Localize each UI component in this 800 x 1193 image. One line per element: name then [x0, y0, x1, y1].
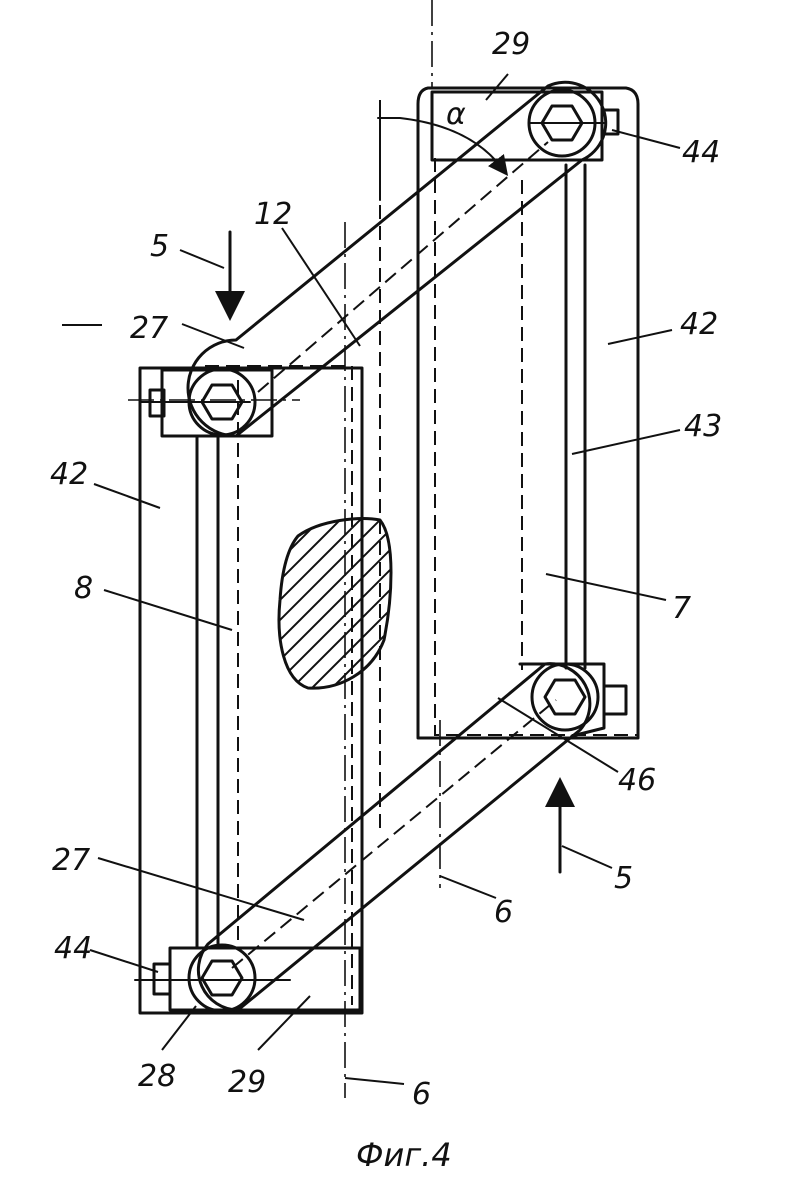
hatch-pattern	[180, 480, 450, 770]
label-46: 46	[618, 763, 656, 798]
leader-29-bottom	[258, 996, 310, 1050]
label-44-bottom: 44	[54, 931, 92, 966]
label-43: 43	[684, 409, 722, 444]
upper-link-centerline	[258, 142, 548, 392]
leader-43	[572, 430, 680, 454]
label-6-mid: 6	[494, 895, 513, 930]
leader-5-top	[180, 250, 224, 268]
leader-8	[104, 590, 232, 630]
label-5-top: 5	[150, 229, 169, 264]
leader-42-left	[94, 484, 160, 508]
label-42-right: 42	[680, 307, 718, 342]
label-12: 12	[254, 197, 292, 232]
lower-left-bolt-hex	[202, 961, 242, 995]
lower-link-27	[198, 664, 589, 1010]
figure-caption: Фиг.4	[356, 1136, 452, 1174]
label-alpha: α	[446, 97, 466, 132]
lower-right-bolt-hex	[545, 680, 585, 714]
leader-42-right	[608, 330, 672, 344]
label-28: 28	[138, 1059, 176, 1094]
label-7: 7	[672, 591, 691, 626]
leader-6-mid	[440, 876, 496, 898]
label-27-bottom: 27	[52, 843, 90, 878]
label-8: 8	[74, 571, 93, 606]
right-bottom-nut-44	[604, 686, 626, 714]
label-29-bottom: 29	[228, 1065, 266, 1100]
leader-44-top	[612, 130, 680, 148]
label-29-top: 29	[492, 27, 530, 62]
right-housing-42	[418, 88, 638, 738]
leader-5-bottom	[562, 846, 612, 868]
label-44-top: 44	[682, 135, 720, 170]
leader-7	[546, 574, 666, 600]
label-6-bottom: 6	[412, 1077, 431, 1112]
label-27-top: 27	[130, 311, 168, 346]
leader-44-bottom	[90, 950, 158, 972]
left-housing-42	[140, 368, 362, 1013]
label-5-bottom: 5	[614, 861, 633, 896]
leader-12	[282, 228, 360, 346]
leader-6-bottom	[345, 1078, 404, 1084]
label-42-left: 42	[50, 457, 88, 492]
